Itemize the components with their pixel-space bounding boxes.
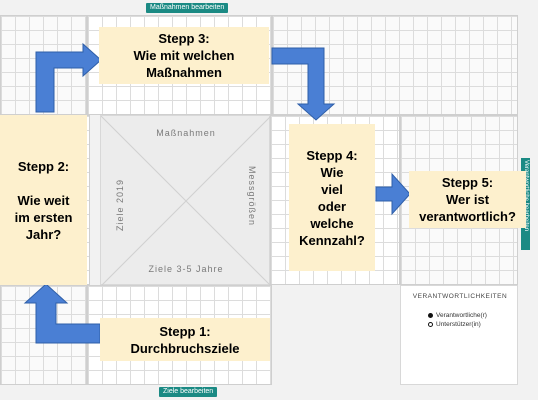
hollow-dot-icon [428,322,433,327]
filled-dot-icon [428,313,433,318]
legend-responsible: Verantwortliche(r) [428,312,487,319]
arrow-step1-to-step2 [23,283,101,344]
step-5-box: Stepp 5: Wer ist verantwortlich? [409,171,526,228]
legend-supporter-label: Unterstützer(in) [436,321,481,328]
legend-responsible-label: Verantwortliche(r) [436,312,487,319]
x-matrix-diagonals [101,116,271,286]
arrow-step3-to-step4 [271,47,336,121]
x-matrix-right-label: Messgrößen [247,166,257,227]
step-2-box: Stepp 2: Wie weit im ersten Jahr? [0,115,87,285]
arrow-step2-to-step3 [35,42,102,113]
edit-goals-button[interactable]: Ziele bearbeiten [159,387,218,397]
edit-measures-button[interactable]: Maßnahmen bearbeiten [146,3,229,13]
legend-supporter: Unterstützer(in) [428,321,481,328]
x-matrix: Maßnahmen Ziele 3-5 Jahre Ziele 2019 Mes… [100,115,271,286]
step-3-box: Stepp 3: Wie mit welchen Maßnahmen [99,27,269,84]
x-matrix-bottom-label: Ziele 3-5 Jahre [148,264,224,274]
step-1-box: Stepp 1: Durchbruchsziele [100,318,270,361]
x-matrix-top-label: Maßnahmen [156,128,216,138]
arrow-step4-to-step5 [375,172,411,216]
step-4-box: Stepp 4: Wie viel oder welche Kennzahl? [289,124,375,271]
responsibilities-panel: VERANTWORTLICHKEITEN Verantwortliche(r) … [400,285,518,385]
responsibilities-title: VERANTWORTLICHKEITEN [412,293,508,300]
